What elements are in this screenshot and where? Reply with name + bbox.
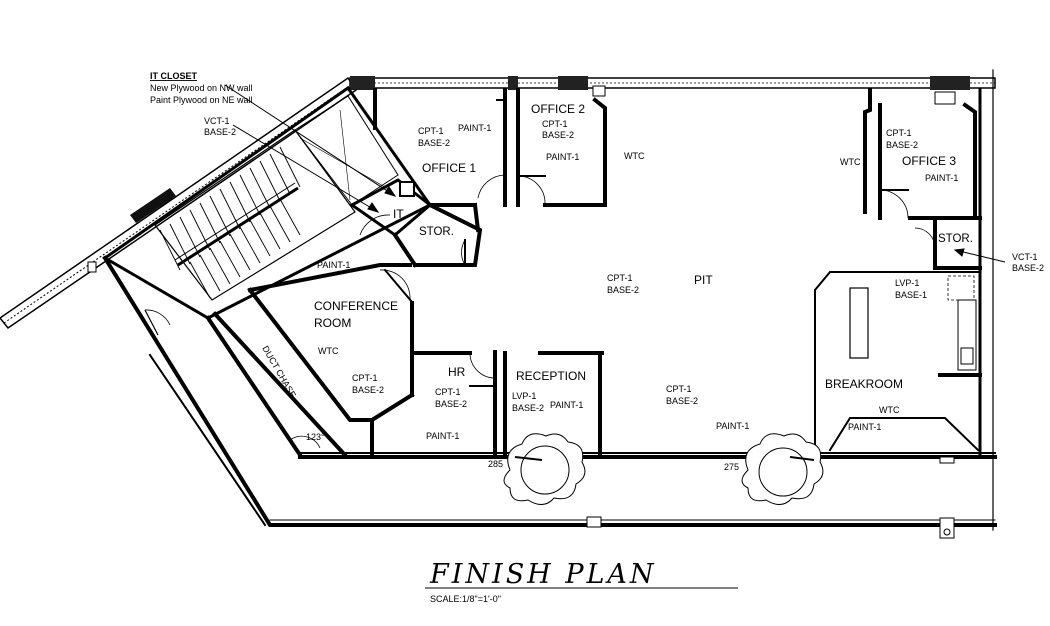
pit-floor: CPT-1 (607, 273, 633, 283)
east-finish-2: BASE-2 (1012, 263, 1044, 273)
conference-name-1: CONFERENCE (314, 299, 398, 313)
office-2-paint: PAINT-1 (546, 152, 579, 162)
office-3-name: OFFICE 3 (902, 154, 956, 168)
drawing-title: FINISH PLAN (429, 559, 657, 590)
office-2-name: OFFICE 2 (531, 102, 585, 116)
storage-1-walls (392, 202, 483, 268)
south-walls (102, 255, 997, 539)
east-finish-1: VCT-1 (1012, 252, 1038, 262)
office-3-base: BASE-2 (886, 140, 918, 150)
hr-walls (370, 350, 497, 457)
conference-wtc: WTC (318, 346, 339, 356)
north-exterior-wall (349, 76, 996, 105)
office-3-paint: PAINT-1 (925, 173, 958, 183)
nw-finish-2: BASE-2 (204, 127, 236, 137)
office-3-wtc: WTC (840, 157, 861, 167)
pit-base: BASE-2 (607, 285, 639, 295)
open-area-paint: PAINT-1 (716, 421, 749, 431)
it-closet-note-line-2: Paint Plywood on NE wall (150, 95, 253, 105)
nw-exterior-wall (0, 76, 358, 330)
office-2-floor: CPT-1 (542, 119, 568, 129)
office-2-base: BASE-2 (542, 130, 574, 140)
reception-walls (503, 351, 604, 457)
open-area-base: BASE-2 (666, 396, 698, 406)
reception-floor: LVP-1 (512, 391, 536, 401)
drawing-scale: SCALE:1/8"=1'-0" (430, 594, 501, 604)
conference-room-walls (247, 263, 415, 422)
conference-base: BASE-2 (352, 385, 384, 395)
office-1-paint: PAINT-1 (458, 123, 491, 133)
hr-base: BASE-2 (435, 399, 467, 409)
breakroom-wtc: WTC (879, 405, 900, 415)
nw-finish-1: VCT-1 (204, 116, 230, 126)
office-1-floor: CPT-1 (418, 126, 444, 136)
breakroom-base: BASE-1 (895, 290, 927, 300)
reception-name: RECEPTION (516, 369, 586, 383)
door-number-275: 275 (724, 462, 739, 472)
storage-2-walls (914, 216, 982, 270)
duct-chase-angle: 123° (306, 432, 325, 442)
conference-floor: CPT-1 (352, 373, 378, 383)
it-room-name: IT (393, 207, 404, 221)
hr-paint: PAINT-1 (426, 431, 459, 441)
open-area-floor: CPT-1 (666, 384, 692, 394)
hr-floor: CPT-1 (435, 387, 461, 397)
office-1-base: BASE-2 (418, 138, 450, 148)
door-number-285: 285 (488, 459, 503, 469)
note-leaders (224, 84, 1006, 263)
office-2-walls (516, 88, 607, 207)
conference-paint-north: PAINT-1 (317, 260, 350, 270)
reception-paint: PAINT-1 (550, 400, 583, 410)
breakroom-paint: PAINT-1 (848, 422, 881, 432)
breakroom-name: BREAKROOM (825, 377, 903, 391)
it-closet-note-line-1: New Plywood on NW wall (150, 83, 253, 93)
office-1-walls (373, 88, 507, 233)
duct-chase (205, 311, 348, 458)
storage-1-name: STOR. (419, 226, 454, 238)
conference-name-2: ROOM (314, 316, 351, 330)
office-2-wtc: WTC (624, 151, 645, 161)
office-3-floor: CPT-1 (886, 128, 912, 138)
entrance-clouds (503, 433, 824, 505)
storage-2-name: STOR. (938, 233, 973, 245)
pit-name: PIT (694, 273, 713, 287)
office-3-walls (863, 88, 982, 220)
breakroom-walls (814, 271, 982, 456)
breakroom-floor: LVP-1 (895, 278, 919, 288)
hr-name: HR (448, 365, 466, 379)
it-closet-note-title: IT CLOSET (150, 71, 198, 81)
office-1-name: OFFICE 1 (422, 161, 476, 175)
reception-base: BASE-2 (512, 403, 544, 413)
